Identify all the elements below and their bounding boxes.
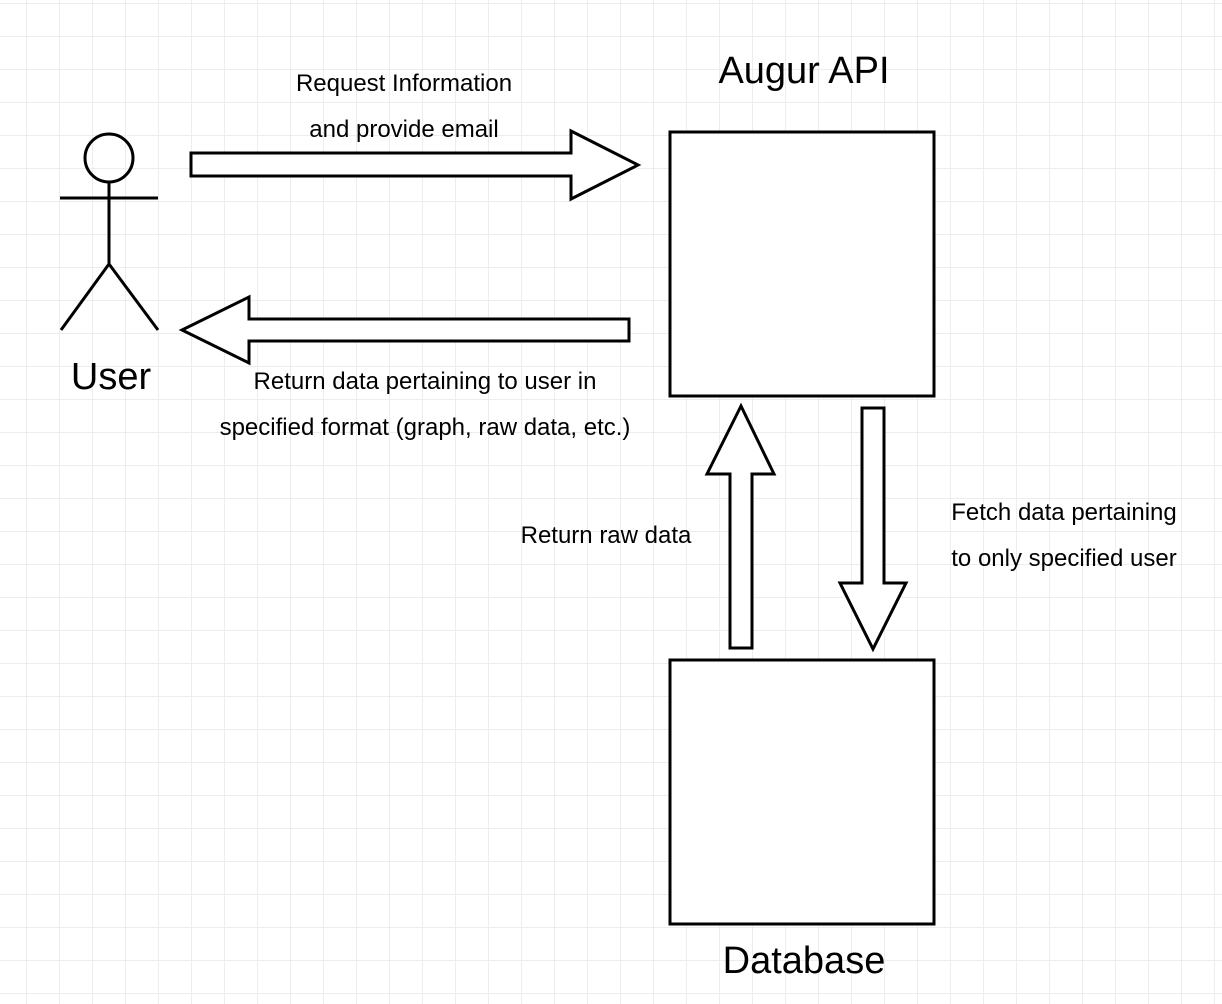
- fetch-label-line-2: to only specified user: [951, 545, 1177, 572]
- user-actor-icon[interactable]: [59, 132, 160, 331]
- actor-right-leg: [107, 263, 160, 331]
- request-label-line-1: Request Information: [295, 70, 513, 97]
- user-label: User: [70, 356, 152, 398]
- augur-api-box[interactable]: [668, 130, 936, 398]
- augur-api-label: Augur API: [718, 50, 890, 92]
- fetch-data-arrow-label: Fetch data pertaining to only specified …: [928, 490, 1200, 582]
- fetch-label-line-1: Fetch data pertaining: [951, 499, 1177, 526]
- return-to-user-label-line-1: Return data pertaining to user in: [253, 368, 597, 395]
- request-label-line-2: and provide email: [309, 116, 499, 143]
- database-label: Database: [722, 940, 886, 982]
- database-box[interactable]: [668, 658, 936, 926]
- actor-head: [83, 132, 135, 184]
- return-raw-data-arrow[interactable]: [704, 402, 777, 650]
- return-to-user-label-line-2: specified format (graph, raw data, etc.): [219, 414, 631, 441]
- fetch-data-arrow[interactable]: [837, 406, 909, 653]
- return-raw-data-arrow-label: Return raw data: [496, 513, 716, 559]
- return-raw-data-label-line-1: Return raw data: [520, 522, 692, 549]
- return-to-user-arrow-label: Return data pertaining to user in specif…: [190, 359, 660, 451]
- request-arrow[interactable]: [189, 128, 642, 202]
- actor-left-leg: [59, 263, 111, 331]
- request-arrow-label: Request Information and provide email: [234, 61, 574, 153]
- return-to-user-arrow[interactable]: [178, 294, 631, 366]
